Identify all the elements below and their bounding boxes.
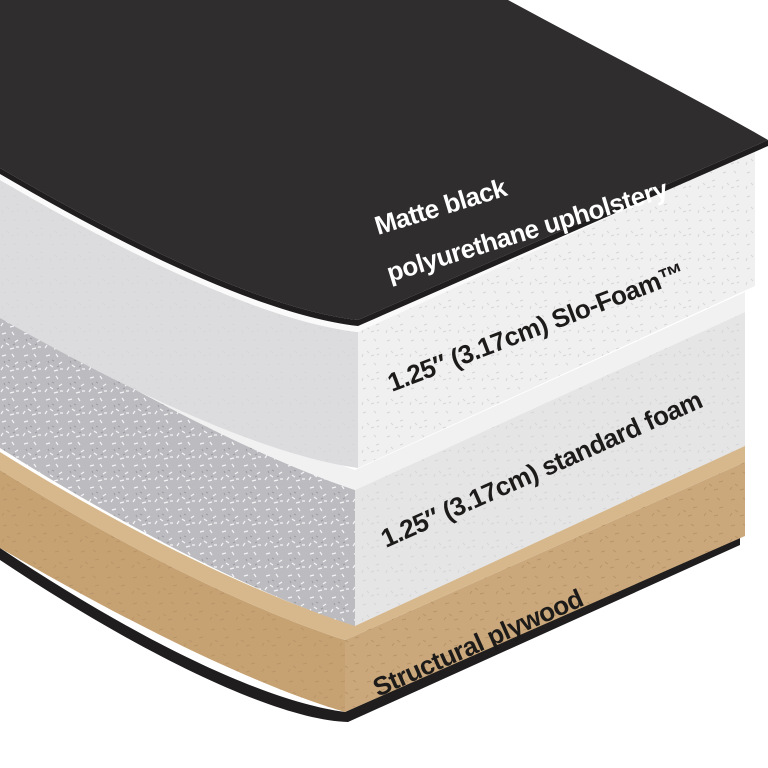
slo-foam-layer <box>0 130 755 468</box>
upholstery-layer <box>0 0 768 326</box>
plywood-layer <box>0 444 745 722</box>
upholstery-top-face <box>0 0 768 320</box>
plywood-top-face <box>0 444 745 640</box>
